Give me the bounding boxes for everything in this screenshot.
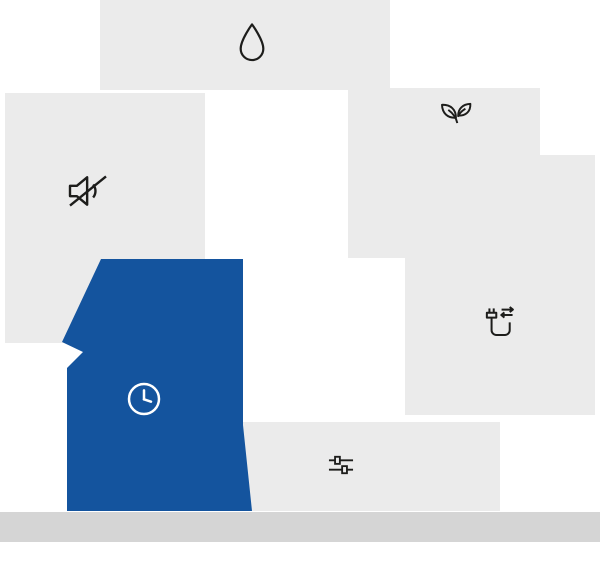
options-tile[interactable] bbox=[210, 422, 500, 511]
sliders-icon bbox=[328, 455, 354, 475]
clock-icon bbox=[127, 382, 161, 416]
time-tile[interactable] bbox=[55, 255, 265, 517]
water-drop-icon bbox=[239, 23, 265, 62]
bottom-bar bbox=[0, 512, 600, 542]
speaker-muted-icon bbox=[68, 175, 107, 207]
connectivity-tile[interactable] bbox=[405, 155, 595, 415]
water-tile[interactable] bbox=[100, 0, 390, 90]
time-tile-shape bbox=[62, 259, 252, 511]
plug-sync-icon bbox=[485, 306, 514, 336]
eco-leaves-icon bbox=[441, 102, 472, 124]
